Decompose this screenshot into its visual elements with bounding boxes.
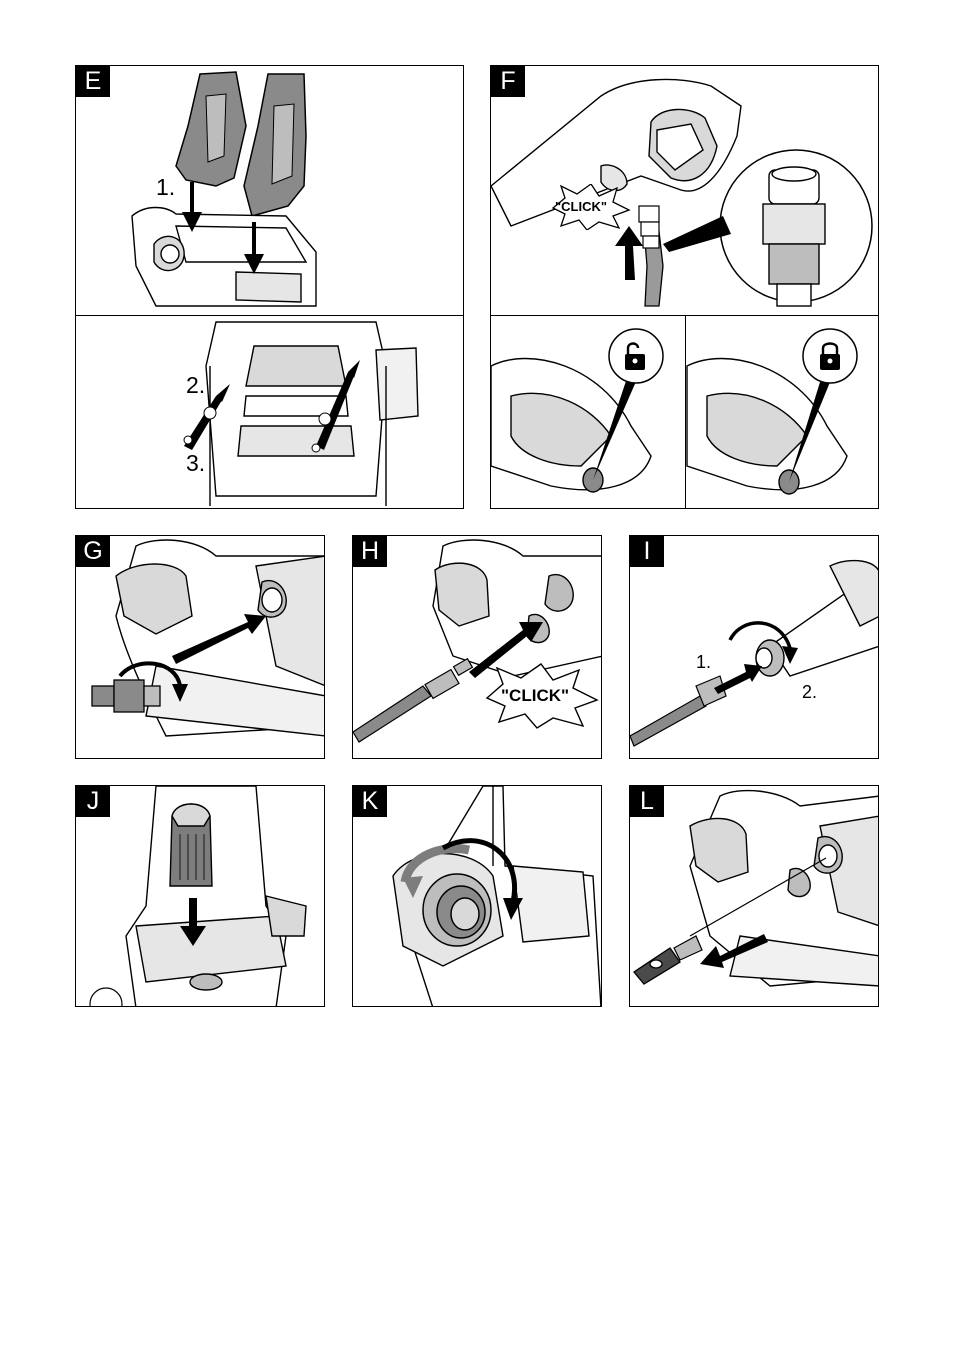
- gun-hose-illustration: [491, 66, 879, 509]
- panel-label-i: I: [630, 536, 664, 567]
- panel-label-h: H: [353, 536, 387, 567]
- detergent-bottle-illustration: [76, 786, 325, 1007]
- panel-l: L: [629, 785, 879, 1007]
- step-1-label: 1.: [696, 652, 711, 673]
- step-2-label: 2.: [802, 682, 817, 703]
- dial-rotate-illustration: [353, 786, 602, 1007]
- step-1-label: 1.: [156, 174, 175, 201]
- lance-connect-illustration: [630, 536, 879, 759]
- panel-label-l: L: [630, 786, 664, 817]
- panel-label-j: J: [76, 786, 110, 817]
- nozzle-cleaning-illustration: [630, 786, 879, 1007]
- locked-padlock-icon: [817, 340, 843, 372]
- panel-j: J: [75, 785, 325, 1007]
- panel-i: I 1. 2.: [629, 535, 879, 759]
- panel-f: F: [490, 65, 879, 509]
- hose-coupling-illustration: [76, 536, 325, 759]
- click-sound-text: "CLICK": [555, 199, 607, 214]
- click-sound-text: "CLICK": [501, 686, 569, 706]
- panel-h: H "CLICK": [352, 535, 602, 759]
- handle-mount-illustration: [76, 66, 464, 509]
- step-3-label: 3.: [186, 450, 205, 477]
- panel-label-g: G: [76, 536, 110, 567]
- unlocked-padlock-icon: [623, 340, 649, 372]
- panel-label-e: E: [76, 66, 110, 97]
- panel-g: G: [75, 535, 325, 759]
- panel-label-k: K: [353, 786, 387, 817]
- panel-e: E: [75, 65, 464, 509]
- panel-k: K: [352, 785, 602, 1007]
- panel-label-f: F: [491, 66, 525, 97]
- step-2-label: 2.: [186, 372, 205, 399]
